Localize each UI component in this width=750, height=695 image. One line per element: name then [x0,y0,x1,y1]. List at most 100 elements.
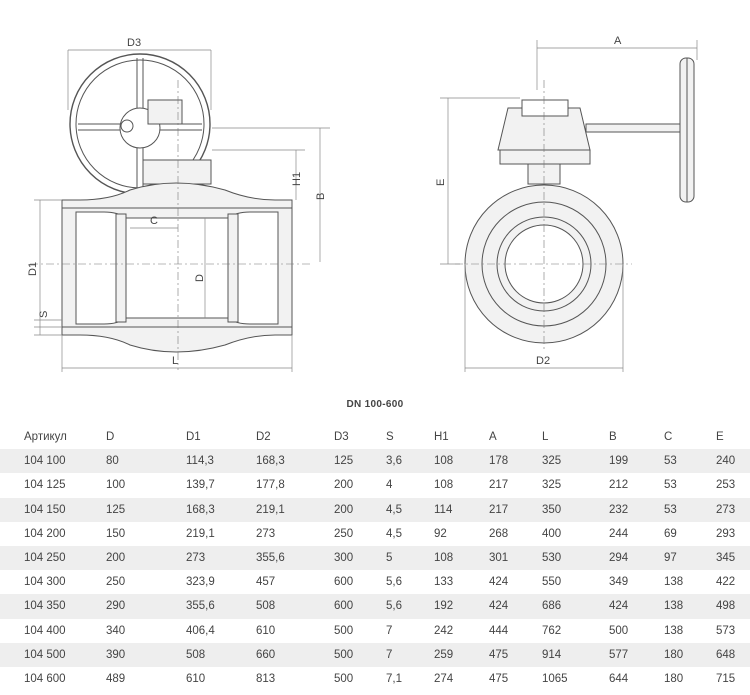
table-cell: 108 [434,479,454,492]
table-cell: 114,3 [186,449,256,474]
table-cell: 762 [542,624,562,637]
table-cell: 200 [334,479,354,492]
table-cell: 444 [489,624,509,637]
table-cell: 550 [542,576,562,589]
table-cell: 253 [716,479,736,492]
table-cell: 244 [609,527,629,540]
table-cell: 180 [664,672,684,685]
table-cell: 53 [664,479,677,492]
table-cell: 644 [609,672,629,685]
table-cell: 108 [434,545,489,571]
table-cell: 498 [716,594,750,619]
table-cell: 600 [334,594,386,619]
label-l: L [172,355,178,367]
header-h1: H1 [434,431,449,444]
table-cell: 100 [106,479,126,492]
table-cell: 530 [542,545,609,571]
table-cell: 3,6 [386,449,434,474]
header-d2: D2 [256,431,271,444]
label-d2: D2 [536,355,550,367]
table-cell: 406,4 [186,624,215,637]
table-cell: 168,3 [256,449,334,474]
table-cell: 200 [334,497,386,522]
table-cell: 325 [542,479,562,492]
table-cell: 475 [489,672,509,685]
table-cell: 92 [434,527,447,540]
table-cell: 178 [489,449,542,474]
label-d: D [194,274,206,282]
table-cell: 104 300 [24,576,66,589]
table-cell: 457 [256,576,276,589]
table-cell: 686 [542,594,609,619]
label-a: A [614,35,622,47]
header-b: B [609,431,617,444]
table-cell: 349 [609,576,629,589]
dimensions-table: Артикул D D1 D2 D3 S H1 A L B C E 104 10… [0,425,750,691]
table-cell: 4,5 [386,527,402,540]
table-cell: 53 [664,497,716,522]
label-b: B [315,193,327,200]
front-view: D3 H1 B [27,37,330,372]
table-cell: 273 [186,545,256,571]
table-cell: 648 [716,642,750,667]
table-cell: 475 [489,642,542,667]
table-cell: 424 [489,576,509,589]
table-cell: 345 [716,545,750,571]
table-cell: 268 [489,527,509,540]
table-cell: 610 [186,672,206,685]
table-cell: 177,8 [256,479,285,492]
table-cell: 301 [489,545,542,571]
table-cell: 104 400 [24,624,66,637]
table-cell: 294 [609,545,664,571]
table-cell: 610 [256,624,276,637]
table-cell: 125 [106,497,186,522]
table-cell: 104 350 [0,594,106,619]
table-cell: 4,5 [386,497,434,522]
label-d1: D1 [27,262,39,276]
valve-technical-drawing: D3 H1 B [27,35,698,372]
table-cell: 293 [716,527,736,540]
table-cell: 500 [334,672,354,685]
table-cell: 250 [106,576,126,589]
table-cell: 355,6 [186,594,256,619]
table-cell: 424 [489,594,542,619]
table-cell: 212 [609,479,629,492]
table-cell: 914 [542,642,609,667]
table-cell: 340 [106,624,126,637]
table-cell: 422 [716,576,736,589]
table-cell: 97 [664,545,716,571]
table-cell: 80 [106,449,186,474]
label-h1: H1 [291,172,303,186]
header-d1: D1 [186,431,201,444]
label-s: S [38,311,50,318]
label-c: C [150,215,158,227]
header-a: A [489,431,497,444]
table-cell: 200 [106,545,186,571]
header-c: C [664,431,673,444]
table-cell: 217 [489,497,542,522]
table-cell: 424 [609,594,664,619]
table-cell: 390 [106,642,186,667]
table-cell: 108 [434,449,489,474]
table-cell: 168,3 [186,497,256,522]
table-cell: 7 [386,642,434,667]
header-e: E [716,431,724,444]
table-cell: 7,1 [386,672,402,685]
table-cell: 813 [256,672,276,685]
table-cell: 104 250 [0,545,106,571]
table-cell: 573 [716,624,736,637]
table-cell: 219,1 [186,527,215,540]
table-header-row: Артикул D D1 D2 D3 S H1 A L B C E [0,425,750,449]
table-cell: 5,6 [386,594,434,619]
table-cell: 323,9 [186,576,215,589]
table-cell: 104 500 [0,642,106,667]
table-cell: 192 [434,594,489,619]
table-cell: 300 [334,545,386,571]
